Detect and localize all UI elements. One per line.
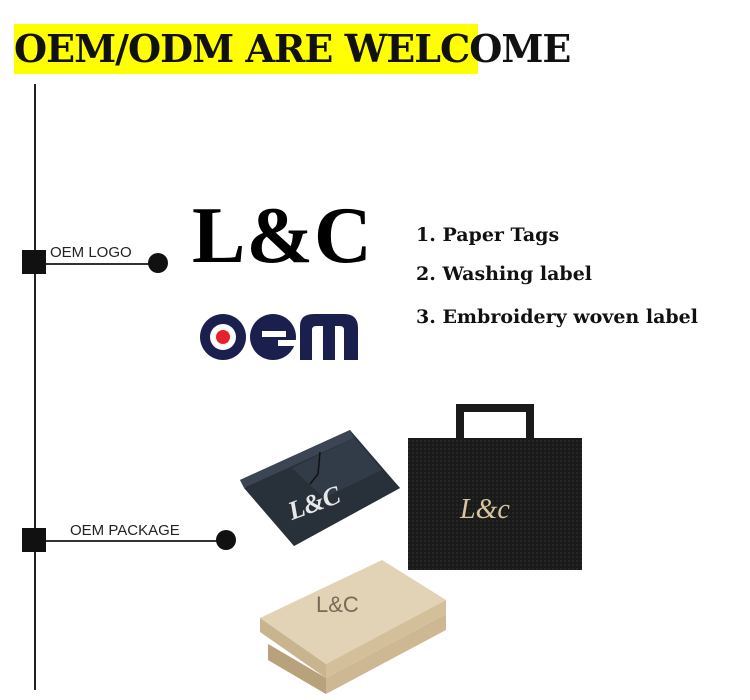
package-folder-image: L&C	[240, 430, 400, 546]
timeline-connector-logo	[46, 263, 156, 265]
timeline-node-square-logo	[22, 250, 46, 274]
oem-logo-red-dot	[216, 330, 230, 344]
oem-logo-label: OEM LOGO	[50, 244, 132, 261]
page-title: OEM/ODM ARE WELCOME	[14, 26, 571, 71]
timeline-node-dot-logo	[148, 253, 168, 273]
timeline-line	[34, 84, 36, 690]
oem-package-label: OEM PACKAGE	[70, 522, 180, 539]
box-logo-text: L&C	[316, 592, 359, 617]
oem-logo-m	[300, 314, 358, 360]
bag-logo-text: L&c	[459, 494, 510, 525]
list-item-washing-label: 2. Washing label	[416, 263, 593, 285]
timeline-connector-package	[46, 540, 220, 542]
list-item-embroidery-label: 3. Embroidery woven label	[416, 306, 698, 328]
brand-logo-text: L&C	[192, 192, 373, 280]
package-bag-image: L&c	[408, 404, 582, 570]
title-banner: OEM/ODM ARE WELCOME	[14, 24, 571, 74]
timeline-node-square-package	[22, 528, 46, 552]
timeline-node-dot-package	[216, 530, 236, 550]
list-item-paper-tags: 1. Paper Tags	[416, 224, 560, 246]
package-box-image: L&C	[260, 560, 446, 694]
oem-logo-image	[200, 314, 358, 360]
